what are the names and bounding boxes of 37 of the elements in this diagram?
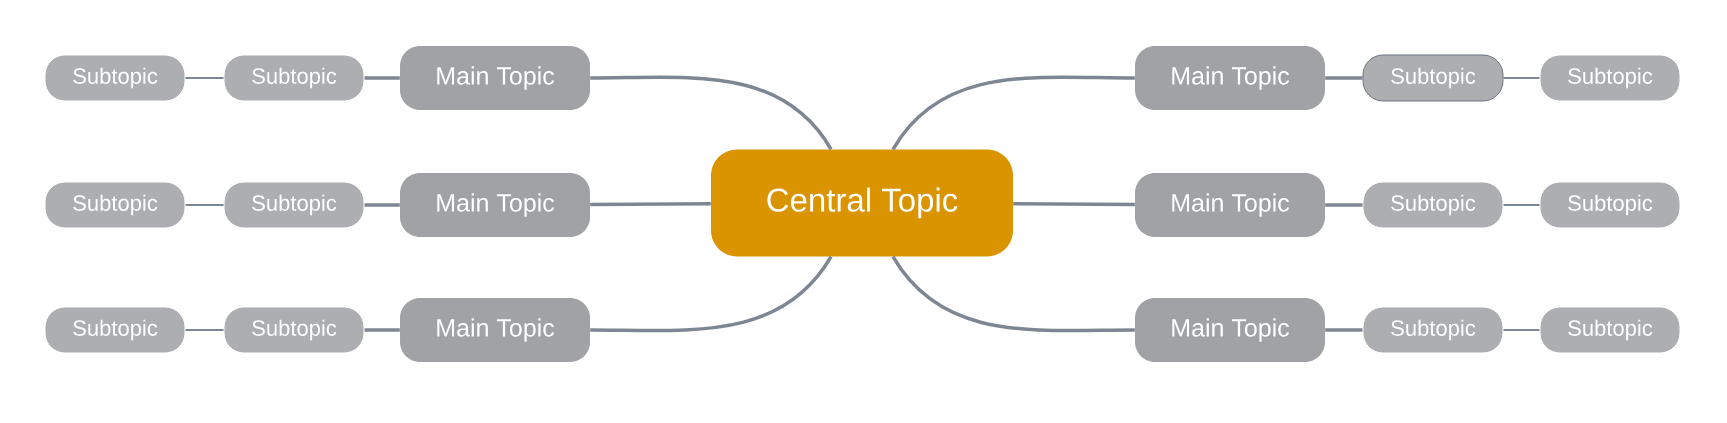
connector-line — [590, 75, 833, 151]
connector-line — [1502, 204, 1541, 206]
subtopic: Subtopic — [223, 54, 365, 102]
connector-line — [891, 75, 1135, 151]
connector-line — [1013, 202, 1135, 207]
subtopic: Subtopic — [1362, 181, 1504, 229]
connector-line — [590, 255, 833, 333]
main-topic: Main Topic — [400, 298, 590, 362]
connector-line — [1502, 329, 1541, 331]
main-topic: Main Topic — [1135, 46, 1325, 110]
connector-line — [364, 328, 400, 332]
connector-line — [1325, 76, 1363, 80]
subtopic: Subtopic — [1539, 181, 1681, 229]
connector-line — [364, 203, 400, 207]
connector-line — [590, 202, 711, 207]
subtopic: Subtopic — [44, 306, 186, 354]
central-topic: Central Topic — [711, 149, 1013, 257]
main-topic: Main Topic — [400, 173, 590, 237]
connector-line — [1325, 328, 1363, 332]
subtopic: Subtopic — [1539, 54, 1681, 102]
main-topic: Main Topic — [400, 46, 590, 110]
connector-line — [891, 255, 1135, 333]
connector-line — [184, 329, 225, 331]
subtopic: Subtopic — [223, 181, 365, 229]
connector-line — [1502, 77, 1541, 79]
connector-line — [364, 76, 400, 80]
subtopic: Subtopic — [1362, 54, 1504, 102]
main-topic: Main Topic — [1135, 173, 1325, 237]
connector-line — [184, 204, 225, 206]
subtopic: Subtopic — [223, 306, 365, 354]
main-topic: Main Topic — [1135, 298, 1325, 362]
connector-line — [1325, 203, 1363, 207]
subtopic: Subtopic — [1362, 306, 1504, 354]
subtopic: Subtopic — [44, 54, 186, 102]
subtopic: Subtopic — [44, 181, 186, 229]
connector-line — [184, 77, 225, 79]
subtopic: Subtopic — [1539, 306, 1681, 354]
